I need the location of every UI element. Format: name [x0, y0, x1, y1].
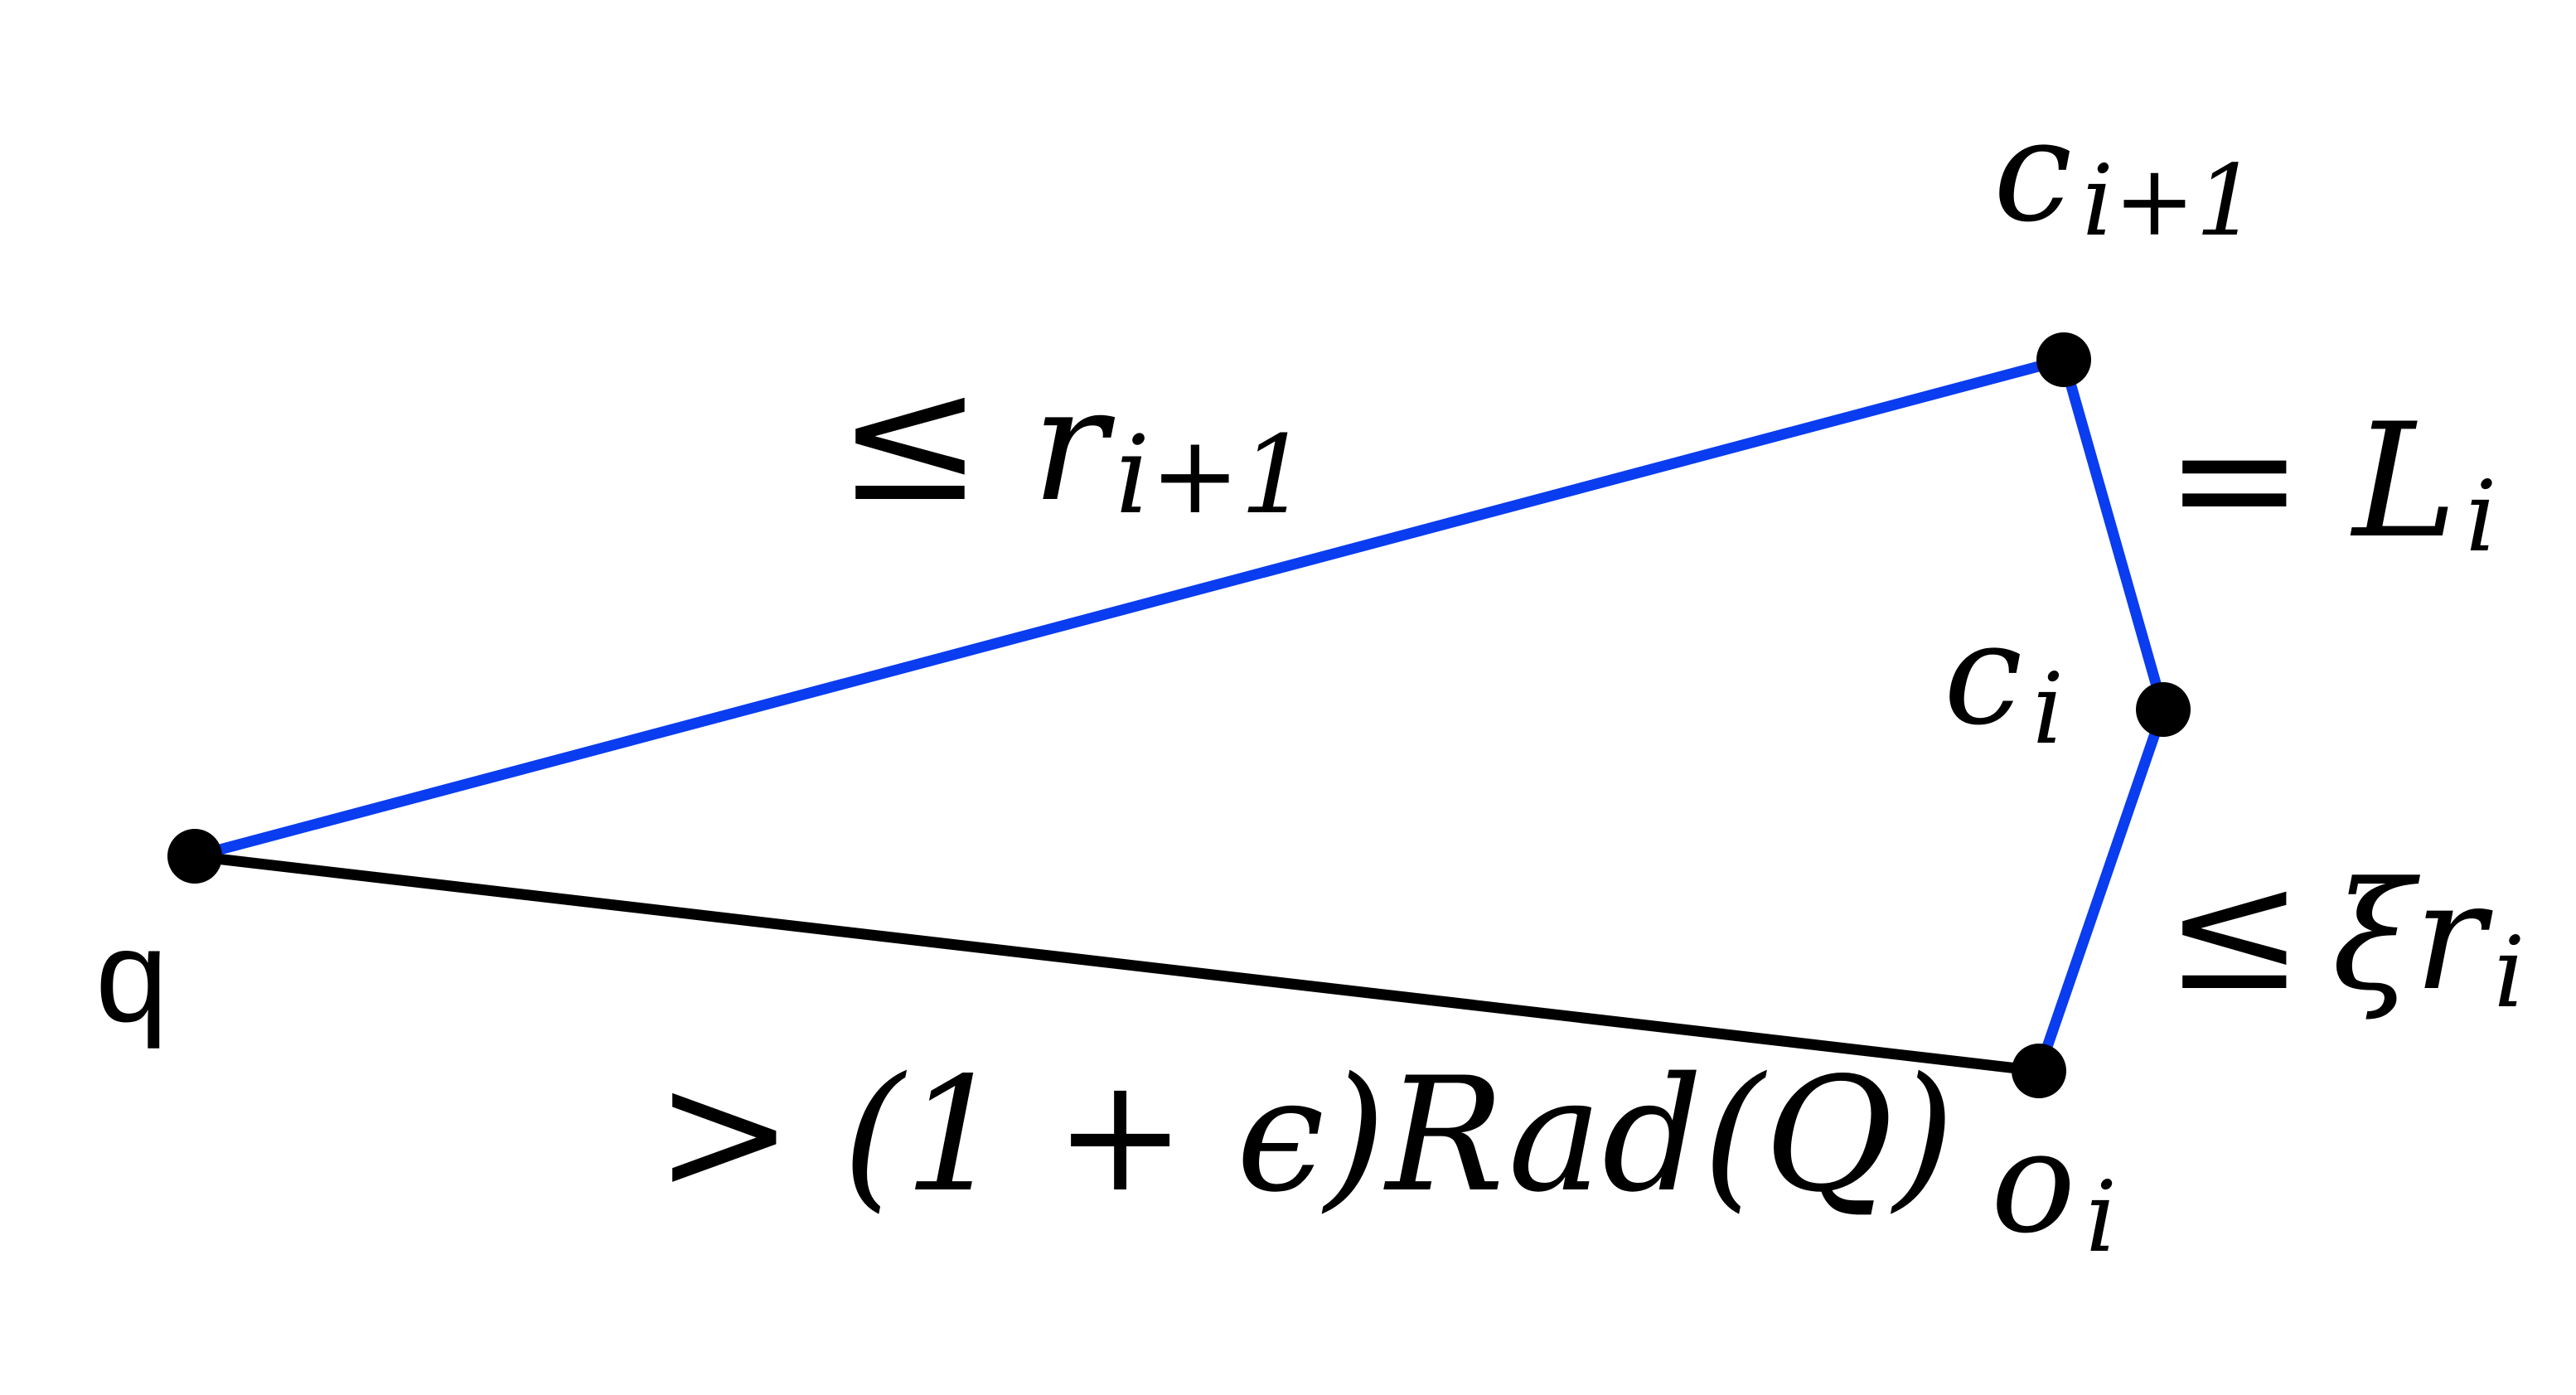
- node-c-i: [2136, 682, 2191, 737]
- label-edge-q-to-c-next: ≤ r i+1: [837, 337, 1309, 540]
- node-o-i: [2012, 1044, 2066, 1098]
- label-o-i: o i: [1991, 1101, 2117, 1274]
- node-q: [167, 829, 222, 884]
- node-c-next: [2036, 332, 2091, 387]
- label-edge-q-to-o-i: > (1 + ϵ)Rad(Q): [655, 1036, 1954, 1229]
- label-q: q: [95, 903, 168, 1049]
- edge-c-i-to-o-i: [2033, 704, 2169, 1077]
- edge-q-to-o-i: [189, 850, 2045, 1077]
- label-c-i: c i: [1944, 593, 2064, 766]
- label-edge-c-next-to-c-i: = L i: [2165, 382, 2497, 575]
- edge-c-next-to-c-i: [2058, 354, 2169, 715]
- label-edge-c-i-to-o-i: ≤ ξr i: [2165, 835, 2525, 1029]
- edge-q-to-c-next: [189, 354, 2070, 862]
- label-c-next: c i+1: [1993, 90, 2258, 258]
